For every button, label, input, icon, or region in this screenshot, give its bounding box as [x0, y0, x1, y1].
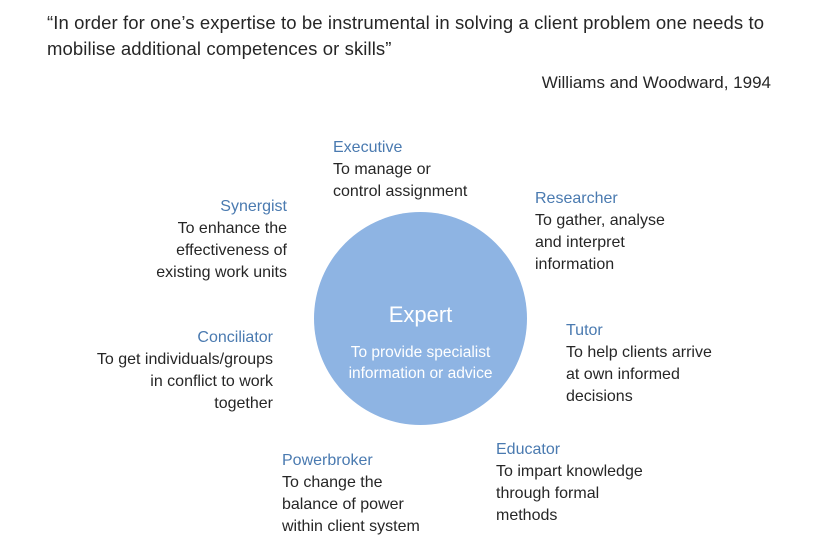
role-synergist: Synergist To enhance the effectiveness o…	[156, 196, 287, 284]
role-researcher: Researcher To gather, analyse and interp…	[535, 188, 665, 276]
role-description: To impart knowledge through formal metho…	[496, 463, 643, 524]
role-description: To gather, analyse and interpret informa…	[535, 212, 665, 273]
role-powerbroker: Powerbroker To change the balance of pow…	[282, 450, 420, 538]
role-title: Researcher	[535, 190, 618, 207]
role-educator: Educator To impart knowledge through for…	[496, 439, 643, 527]
role-title: Educator	[496, 441, 561, 458]
expert-description: To provide specialist information or adv…	[348, 344, 493, 382]
role-description: To help clients arrive at own informed d…	[566, 344, 712, 405]
role-title: Synergist	[220, 198, 287, 215]
role-description: To manage or control assignment	[333, 161, 468, 200]
role-description: To enhance the effectiveness of existing…	[156, 220, 287, 281]
role-description: To change the balance of power within cl…	[282, 474, 420, 535]
role-title: Powerbroker	[282, 452, 373, 469]
expert-title: Expert	[388, 302, 453, 327]
role-title: Executive	[333, 139, 403, 156]
quote-text: “In order for one’s expertise to be inst…	[47, 12, 765, 59]
expert-circle: Expert To provide specialist information…	[314, 212, 527, 425]
role-description: To get individuals/groups in conflict to…	[96, 351, 273, 412]
role-conciliator: Conciliator To get individuals/groups in…	[97, 327, 273, 415]
quote-source: Williams and Woodward, 1994	[541, 73, 771, 92]
role-executive: Executive To manage or control assignmen…	[333, 137, 467, 203]
role-tutor: Tutor To help clients arrive at own info…	[566, 320, 712, 408]
role-title: Tutor	[566, 322, 603, 339]
role-title: Conciliator	[197, 329, 273, 346]
